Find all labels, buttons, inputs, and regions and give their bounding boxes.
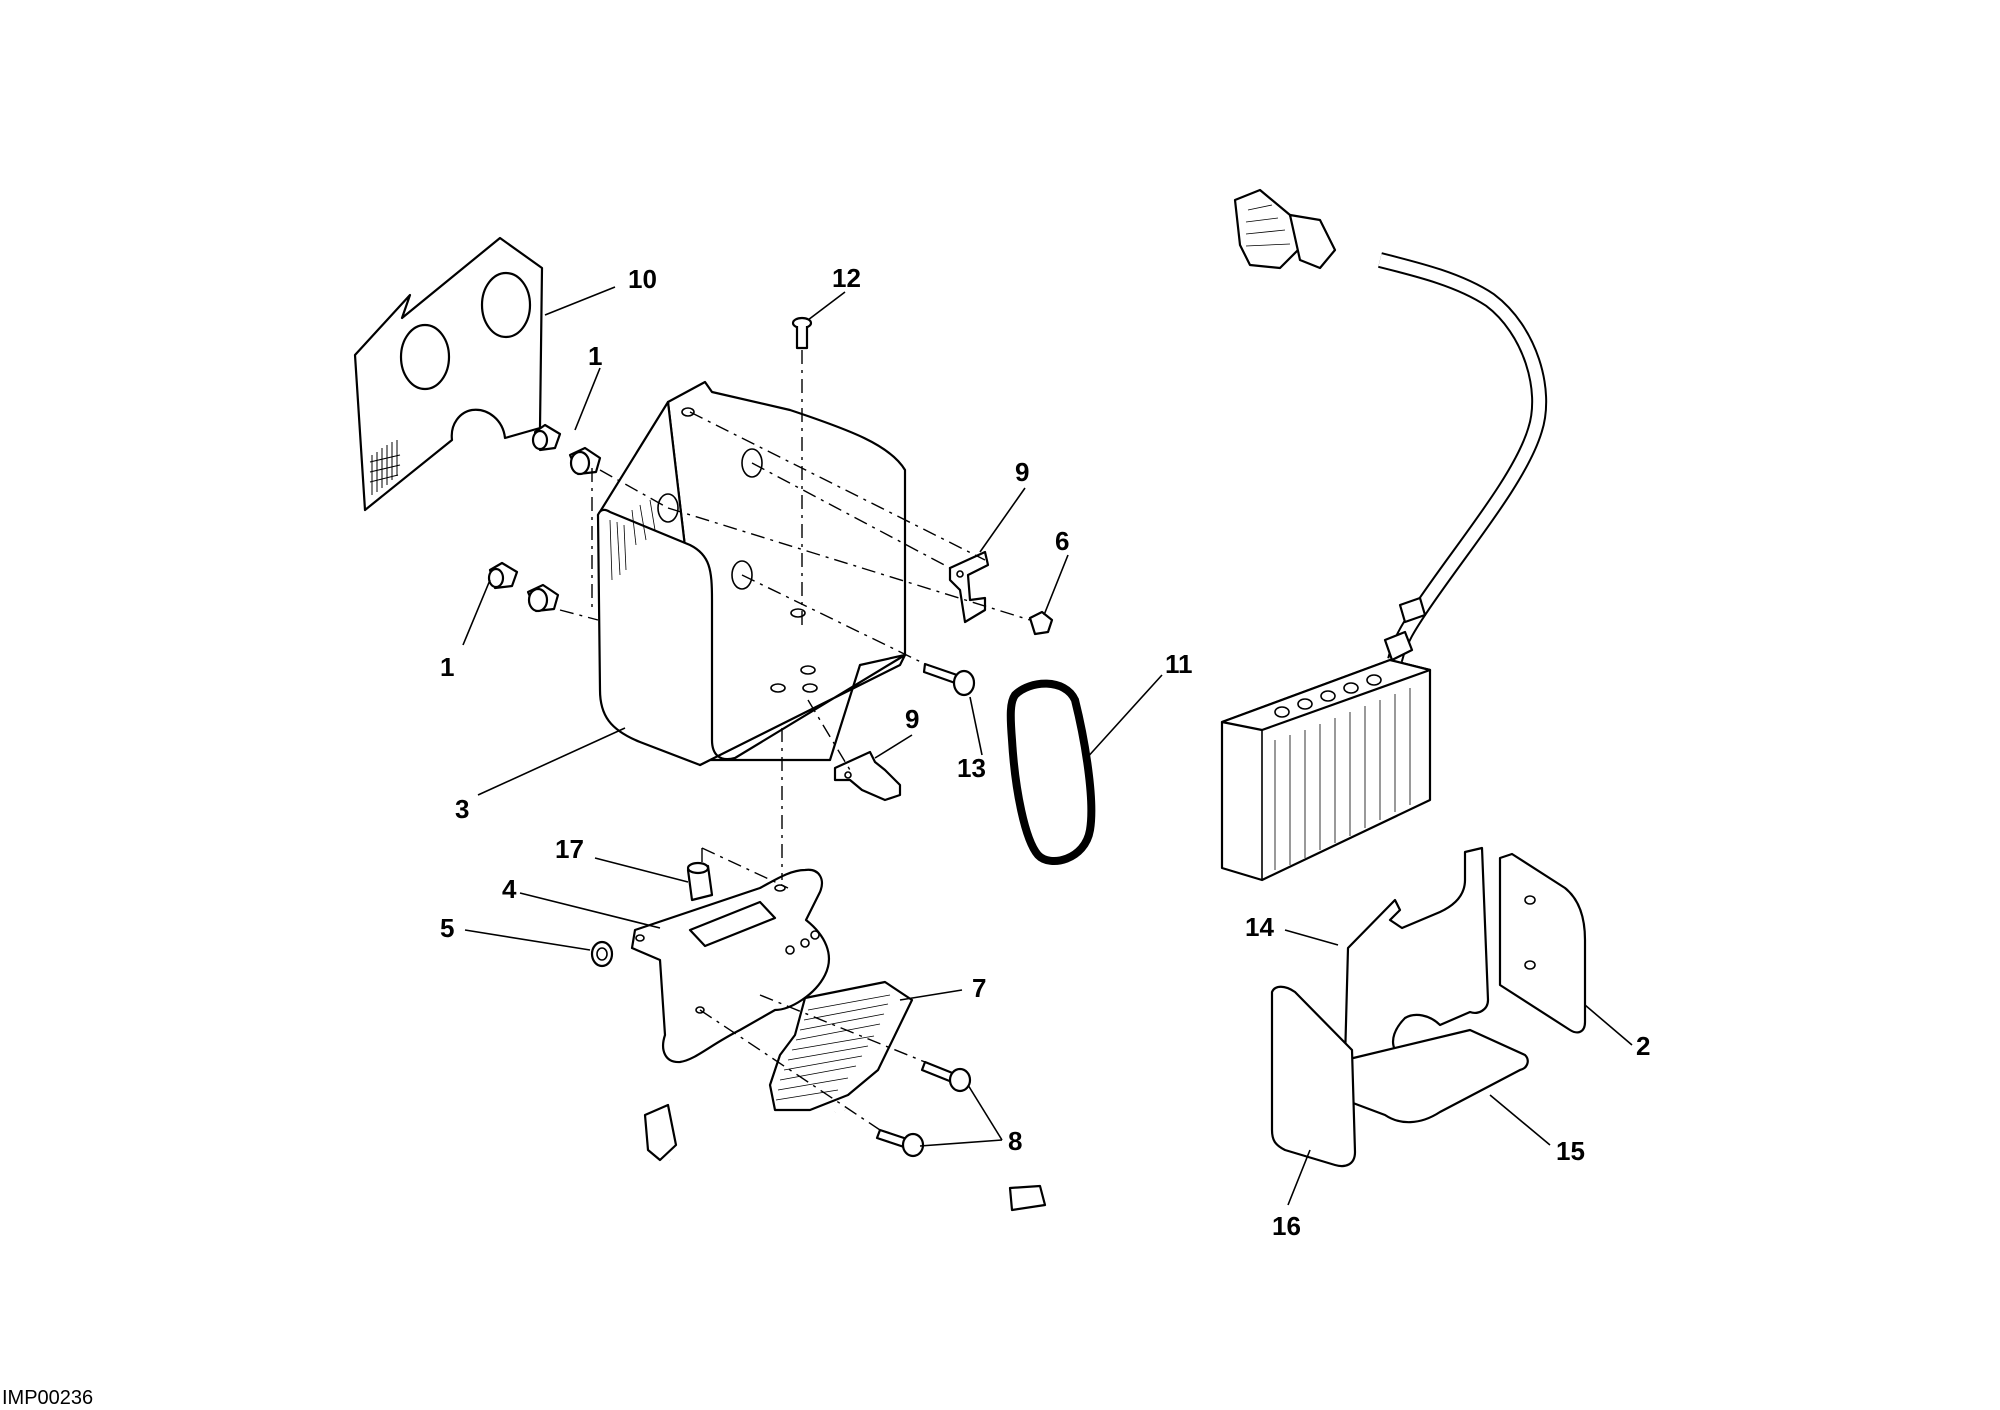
callout-labels: 10 12 1 1 9 6 11 13 9 3 17 4 5 7 8 14 2 …	[440, 263, 1650, 1241]
callout-12: 12	[832, 263, 861, 293]
heat-shield-plate	[353, 236, 544, 512]
rubber-band-11	[1006, 679, 1096, 865]
callout-10: 10	[628, 264, 657, 294]
battery-shading	[1274, 688, 1411, 870]
rubber-grommet-lower	[487, 561, 560, 613]
callout-14: 14	[1245, 912, 1274, 942]
rubber-grommet-upper	[531, 423, 602, 476]
shield-hatch	[369, 440, 401, 495]
callout-3: 3	[455, 794, 469, 824]
callout-8: 8	[1008, 1126, 1022, 1156]
callout-7: 7	[972, 973, 986, 1003]
bolt-8-upper	[920, 1060, 972, 1093]
mounting-bracket-box	[596, 380, 907, 767]
callout-1-lower: 1	[440, 652, 454, 682]
callout-15: 15	[1556, 1136, 1585, 1166]
callout-17: 17	[555, 834, 584, 864]
battery-tray-front-plate	[1270, 985, 1357, 1168]
callout-11: 11	[1165, 649, 1193, 679]
callout-13: 13	[957, 753, 986, 783]
callout-2: 2	[1636, 1031, 1650, 1061]
bolt-13	[922, 662, 976, 697]
screw-12	[791, 316, 813, 350]
spacer-17	[686, 861, 714, 902]
alignment-lines	[559, 350, 1031, 1131]
battery-tray-side	[1343, 846, 1490, 1062]
callout-4: 4	[502, 874, 517, 904]
regulator-fins	[775, 994, 891, 1101]
figure-id: IMP00236	[2, 1387, 93, 1409]
bolt-8-lower	[875, 1128, 925, 1158]
callout-9-upper: 9	[1015, 457, 1029, 487]
battery-tray-back-plate	[1498, 852, 1587, 1034]
regulator-mount-plate	[630, 868, 830, 1064]
callout-6: 6	[1055, 526, 1069, 556]
screw-6	[1028, 610, 1054, 636]
connector-ribs	[1245, 204, 1291, 247]
callout-1-upper: 1	[588, 341, 602, 371]
bracket-shading	[609, 499, 656, 581]
clip-lower	[833, 750, 902, 802]
callout-9-lower: 9	[905, 704, 919, 734]
battery-tray-base	[1343, 1028, 1529, 1124]
battery	[1220, 188, 1548, 882]
callout-16: 16	[1272, 1211, 1301, 1241]
callout-5: 5	[440, 913, 454, 943]
grommet-5	[590, 940, 614, 968]
clip-upper	[948, 550, 990, 624]
leader-lines	[462, 286, 1633, 1206]
